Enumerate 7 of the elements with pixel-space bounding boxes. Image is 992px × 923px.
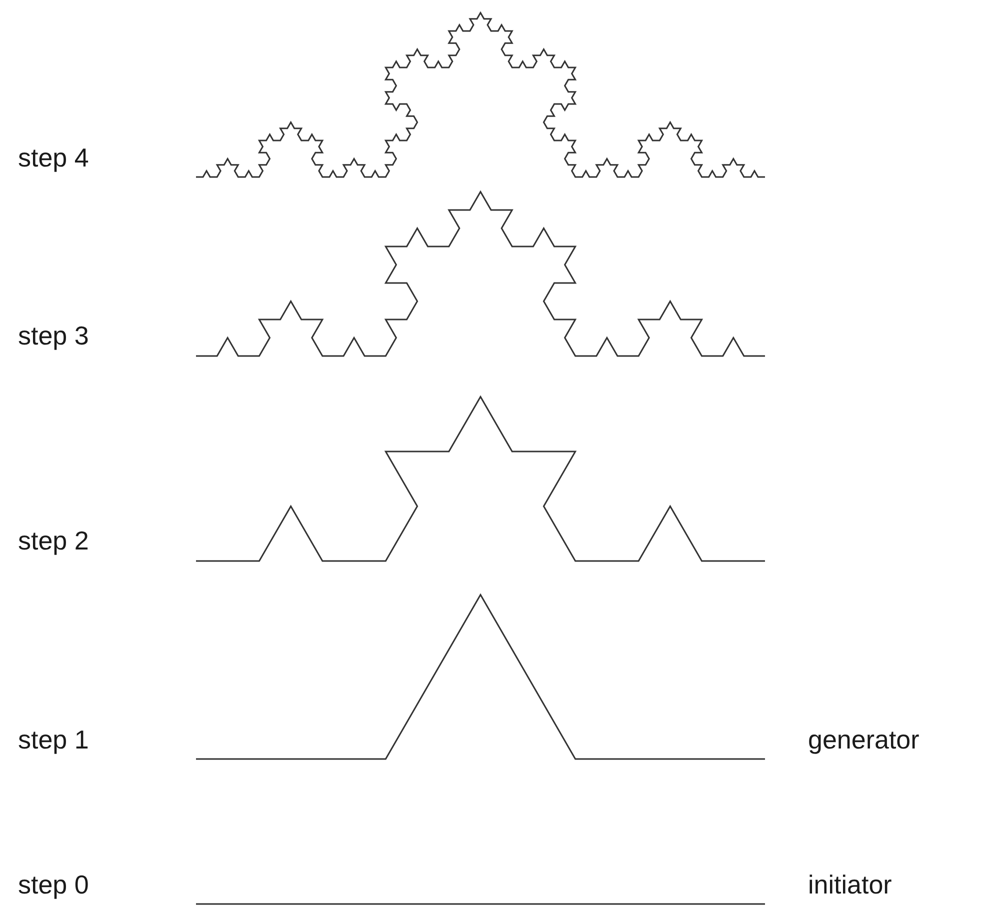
step-label: step 3 [18, 322, 89, 350]
step-label: step 0 [18, 870, 89, 900]
step-label: initiator [808, 870, 892, 900]
step-label: step 2 [18, 526, 89, 556]
step-label: generator [808, 726, 920, 754]
step-label: step 1 [18, 726, 89, 754]
step-label: step 4 [18, 144, 89, 172]
